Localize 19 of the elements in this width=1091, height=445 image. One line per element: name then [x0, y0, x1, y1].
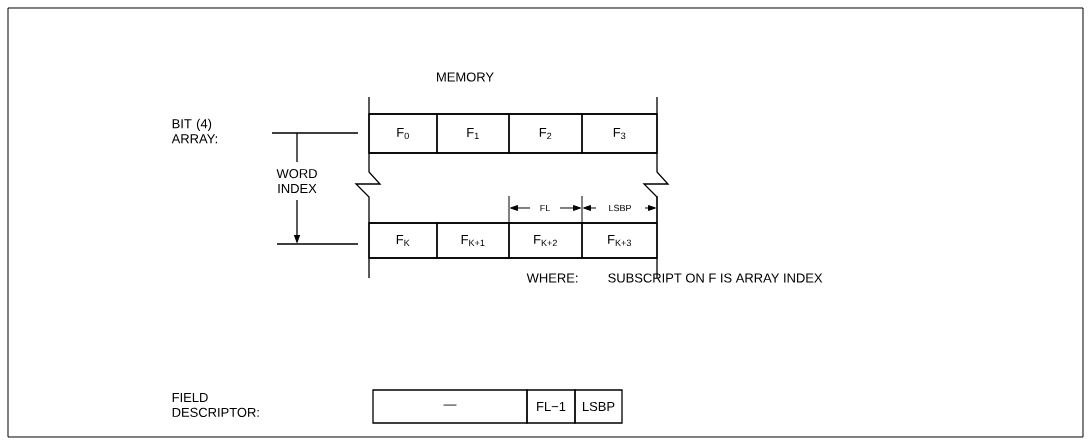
descriptor-field: LSBP	[574, 389, 623, 424]
label-text: SUBSCRIPT ON F IS ARRAY INDEX	[608, 273, 823, 283]
dimension-label: LSBP	[607, 203, 633, 213]
memory-cell: F$_{0}$	[368, 113, 438, 154]
memory-cell: F$_{K}$	[368, 222, 438, 259]
descriptor-field: —	[372, 389, 528, 424]
memory-cell: F$_{1}$	[436, 113, 510, 154]
memory-cell: F$_{2}$	[508, 113, 583, 154]
label-text: WORD INDEX	[276, 169, 317, 193]
memory-cell: F$_{K+2}$	[508, 222, 583, 259]
dimension-label: FL	[538, 203, 552, 213]
label-text: FIELD DESCRIPTOR:	[172, 393, 259, 417]
descriptor-field: FL−1	[526, 389, 576, 424]
label-text: BIT (4) ARRAY:	[171, 118, 218, 144]
memory-cell: F$_{3}$	[581, 113, 658, 154]
memory-cell: F$_{K+1}$	[436, 222, 510, 259]
memory-cell: F$_{K+3}$	[581, 222, 658, 259]
label-text: MEMORY	[437, 72, 494, 82]
label-text: WHERE:	[526, 273, 578, 283]
